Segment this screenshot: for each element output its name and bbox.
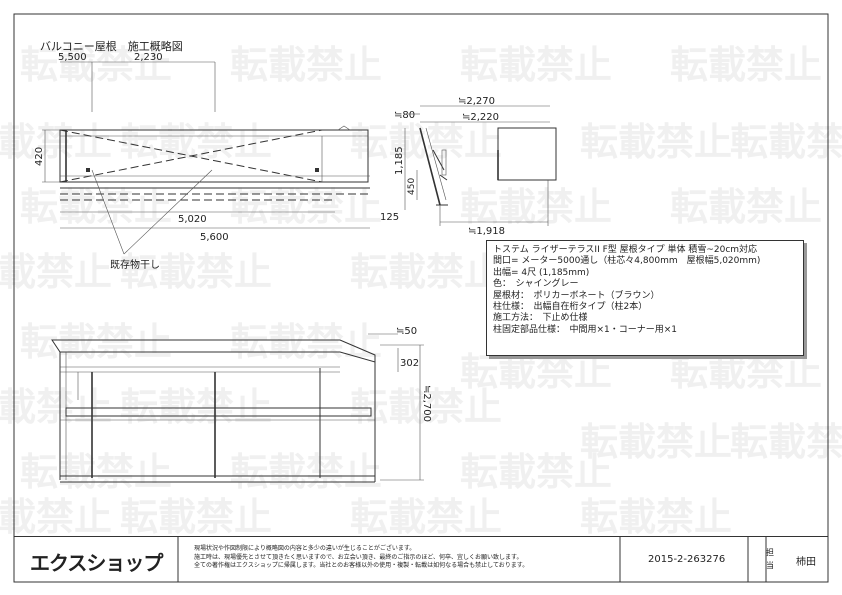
dim-label-5500: 5,500 — [58, 52, 87, 63]
drawing-title: バルコニー屋根 施工概略図 — [40, 39, 183, 53]
spec-line: 屋根材： ポリカーボネート（ブラウン） — [493, 290, 660, 301]
footer: エクスショップ 現場状況や作図制限により概略図の内容と多少の違いが生じることがご… — [14, 536, 828, 583]
callout-leader — [91, 169, 125, 255]
watermark-text: 転載禁止 — [670, 350, 822, 394]
dim-label-1918: ≒1,918 — [468, 226, 505, 237]
spec-line: 柱仕様： 出幅自在桁タイプ（柱2本） — [493, 302, 648, 313]
watermark-text: 転載禁止 — [0, 385, 112, 429]
watermark-text: 転載禁止 — [0, 250, 112, 294]
dim-label-450: 450 — [407, 178, 417, 195]
dim-label-50: ≒50 — [396, 326, 417, 337]
watermark-text: 転載禁止 — [580, 420, 732, 464]
callout-existing-clothesline: 既存物干し — [110, 258, 160, 271]
watermark-text: 転載禁止 — [580, 495, 732, 539]
dim-label-2230: 2,230 — [134, 52, 163, 63]
watermark-text: 転載禁止 — [350, 120, 502, 164]
person-in-charge-label: 担当 — [766, 548, 774, 570]
side-roof-panel — [419, 127, 441, 206]
front-railing — [65, 407, 372, 417]
dim-label-2700: ≒2,700 — [421, 385, 432, 422]
dim-label-125: 125 — [380, 212, 399, 223]
dim-label-5020: 5,020 — [178, 214, 207, 225]
footer-notes: 現場状況や作図制限により概略図の内容と多少の違いが生じることがございます。 施工… — [194, 545, 528, 571]
plan-view: 5,500 2,230 420 5,020 5,600 既存物干し — [34, 52, 370, 271]
dim-label-2270: ≒2,270 — [458, 96, 495, 107]
watermark-text: 転載禁止 — [230, 450, 382, 494]
watermark-text: 転載禁止 — [230, 185, 382, 229]
watermark-text: 転載禁止 — [670, 185, 822, 229]
dim-label-302: 302 — [400, 358, 419, 369]
spec-line: トステム ライザーテラスII F型 屋根タイプ 単体 積雪~20cm対応 — [493, 245, 758, 255]
watermark-text: 転載禁止 — [120, 385, 272, 429]
watermark-text: 転載禁止 — [460, 350, 612, 394]
watermark-text: 転載禁止 — [120, 250, 272, 294]
watermark-text: 転載禁止 — [120, 495, 272, 539]
callout-leader — [123, 169, 213, 255]
footer-note: 現場状況や作図制限により概略図の内容と多少の違いが生じることがございます。 — [194, 545, 416, 552]
company-logo: エクスショップ — [30, 551, 163, 575]
watermark-text: 転載禁止 — [20, 185, 172, 229]
side-post — [441, 149, 447, 176]
spec-line: 施工方法： 下止め仕様 — [493, 313, 588, 324]
post-marker — [86, 168, 90, 172]
roof-plan-outline — [59, 129, 369, 183]
dim-label-1185: 1,185 — [394, 146, 405, 175]
roof-plan-diagonal — [59, 129, 323, 183]
spec-box: トステム ライザーテラスII F型 屋根タイプ 単体 積雪~20cm対応 間口=… — [486, 240, 804, 356]
dim-label-2220: ≒2,220 — [462, 112, 499, 123]
watermark-text: 転載禁止 — [0, 495, 112, 539]
drawing-frame — [13, 13, 829, 583]
side-building — [497, 127, 557, 181]
watermark-text: 転載禁止 — [350, 495, 502, 539]
dim-label-420: 420 — [34, 147, 45, 166]
side-roof-panel-inner — [425, 127, 447, 201]
watermark-text: 転載禁止 — [460, 185, 612, 229]
watermark-text: 転載禁止 — [20, 320, 172, 364]
footer-note: 全ての著作権はエクスショップに帰属します。当社とのお客様以外の使用・複製・転載は… — [194, 562, 529, 569]
post-marker — [315, 168, 319, 172]
watermark-text: 転載禁止 — [0, 120, 112, 164]
document-number: 2015-2-263276 — [648, 554, 726, 565]
watermark-text: 転載禁止 — [580, 120, 732, 164]
watermark-grid: 転載禁止 転載禁止 転載禁止 転載禁止 転載禁止 転載禁止 転載禁止 転載禁止 … — [0, 43, 842, 539]
watermark-text: 転載禁止 — [460, 450, 612, 494]
side-view: ≒2,270 ≒2,220 ≒80 1,185 450 125 ≒1,918 — [380, 96, 557, 237]
watermark-text: 転載禁止 — [730, 120, 842, 164]
watermark-text: 転載禁止 — [460, 43, 612, 87]
spec-line: 間口= メーター5000通し（柱芯々4,800mm 屋根幅5,020mm) — [493, 256, 761, 267]
spec-line: 出幅= 4尺 (1,185mm) — [493, 267, 590, 278]
spec-line: 柱固定部品仕様： 中間用×1・コーナー用×1 — [493, 324, 678, 335]
side-brace — [439, 174, 448, 181]
watermark-text: 転載禁止 — [20, 450, 172, 494]
dim-label-80: ≒80 — [394, 110, 415, 121]
watermark-text: 転載禁止 — [730, 420, 842, 464]
footer-note: 施工時は、現場優先とさせて頂きたく思いますので、お立会い頂き、最終のご指示のほど… — [194, 553, 523, 561]
watermark-text: 転載禁止 — [350, 250, 502, 294]
front-view: ≒50 302 ≒2,700 — [51, 326, 432, 483]
watermark-text: 転載禁止 — [20, 43, 172, 87]
person-in-charge-name: 杮田 — [796, 557, 816, 568]
dim-label-5600: 5,600 — [200, 232, 229, 243]
watermark-text: 転載禁止 — [230, 43, 382, 87]
watermark-text: 転載禁止 — [670, 43, 822, 87]
roof-plan-bracket — [337, 125, 351, 131]
spec-line: 色： シャイングレー — [493, 279, 579, 290]
